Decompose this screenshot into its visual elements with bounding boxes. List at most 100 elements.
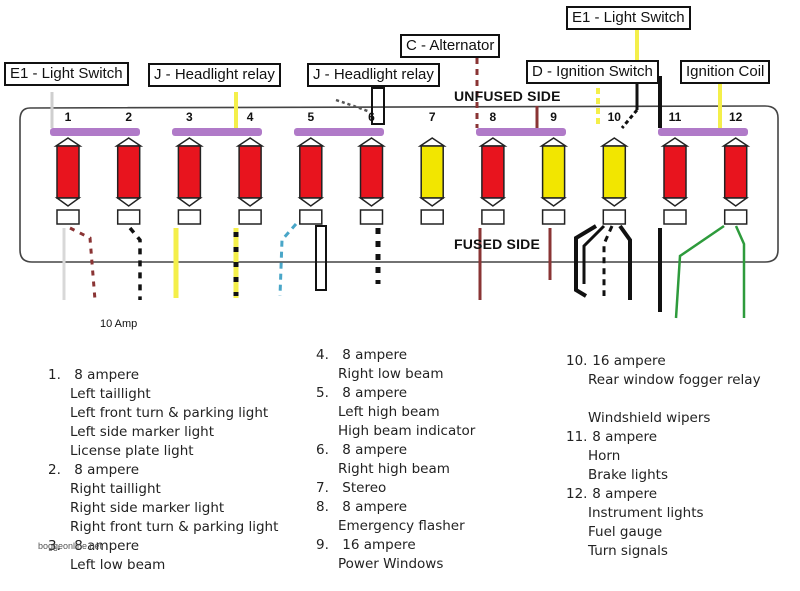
fuse-bottom-contact <box>418 197 446 207</box>
fuse-terminal <box>359 209 384 225</box>
legend-entry-9: 9. 16 ampere <box>316 536 475 555</box>
legend-number: 9. <box>316 537 329 553</box>
fuse-bottom-contact <box>479 197 507 207</box>
fuse-body <box>602 145 627 199</box>
fuse-top-contact <box>417 137 447 147</box>
fuse-5 <box>296 137 326 225</box>
label-ten-amp: 10 Amp <box>100 318 138 330</box>
fuse-body <box>481 145 505 199</box>
legend-rating: Stereo <box>338 480 387 496</box>
fuse-terminal <box>602 209 627 225</box>
label-j-headlight-relay-2: J - Headlight relay <box>307 63 440 87</box>
legend-rating: 8 ampere <box>338 499 408 515</box>
label-unfused-side: UNFUSED SIDE <box>454 88 561 104</box>
legend-entry-2: 2. 8 ampere <box>48 461 278 480</box>
wire-e1-top-dotted <box>620 109 639 129</box>
relay-bracket <box>371 87 385 125</box>
legend-entry-3: 3. 8 ampere <box>48 537 278 556</box>
fuse-top-contact <box>599 137 629 147</box>
legend-item: Instrument lights <box>588 505 704 521</box>
legend-item: Right side marker light <box>70 500 225 516</box>
fuse-1 <box>53 137 83 225</box>
fuse-top-contact <box>478 137 508 147</box>
wire-f10-black-1 <box>574 224 598 298</box>
legend-entry-11: 11. 8 ampere <box>566 428 761 447</box>
legend-rating: 8 ampere <box>338 347 408 363</box>
fuse-number-11: 11 <box>668 110 682 124</box>
legend-item: High beam indicator <box>338 423 476 439</box>
fuse-bottom-contact <box>600 197 628 207</box>
legend-number: 2. <box>48 462 61 478</box>
fuse-body <box>116 145 141 199</box>
label-d-ignition-switch: D - Ignition Switch <box>526 60 659 84</box>
legend-item: Left side marker light <box>70 424 215 440</box>
fuse-top-contact <box>539 137 569 147</box>
fuse-number-5: 5 <box>307 110 315 124</box>
fuse-body <box>238 145 262 199</box>
fuse-body <box>359 145 384 199</box>
fuse-terminal <box>177 209 202 225</box>
legend-item: Right taillight <box>70 481 161 497</box>
legend-item: License plate light <box>70 443 194 459</box>
legend-number: 3. <box>48 538 61 554</box>
fuse-12 <box>721 137 751 225</box>
fuse-top-contact <box>53 137 83 147</box>
fuse-terminal <box>420 209 444 225</box>
fuse-terminal <box>663 209 687 225</box>
label-e1-light-switch-left: E1 - Light Switch <box>4 62 129 86</box>
fuse-number-6: 6 <box>368 110 375 124</box>
fuse-bottom-contact <box>358 197 385 207</box>
legend-item: Turn signals <box>588 543 668 559</box>
legend-item: Emergency flasher <box>338 518 465 534</box>
fuse-body <box>299 145 323 199</box>
bus-bar-5-6 <box>294 128 384 136</box>
wire-f5-black-box <box>315 225 327 291</box>
fuse-bottom-contact <box>297 197 325 207</box>
fuse-terminal <box>56 209 80 225</box>
fuses-group <box>53 137 751 225</box>
bus-bar-11-12 <box>658 128 748 136</box>
fuse-number-1: 1 <box>64 110 72 124</box>
label-j-headlight-relay-1: J - Headlight relay <box>148 63 281 87</box>
fuse-9 <box>539 137 569 225</box>
legend-item: Left high beam <box>338 404 440 420</box>
watermark: boggeonline.net <box>38 541 103 551</box>
legend-entry-1: 1. 8 ampere <box>48 366 278 385</box>
legend-entry-5: 5. 8 ampere <box>316 384 475 403</box>
legend-number: 11. <box>566 429 588 445</box>
legend-rating: 8 ampere <box>588 486 658 502</box>
legend-number: 4. <box>316 347 329 363</box>
legend-item: Horn <box>588 448 621 464</box>
legend-rating: 8 ampere <box>70 367 140 383</box>
legend-item: Left taillight <box>70 386 151 402</box>
legend-number: 12. <box>566 486 588 502</box>
fuse-box-drawing <box>19 30 779 319</box>
label-fused-side: FUSED SIDE <box>454 236 541 252</box>
fuse-bottom-contact <box>661 197 689 207</box>
legend-number: 5. <box>316 385 329 401</box>
legend-rating: 16 ampere <box>588 353 666 369</box>
legend-rating: 8 ampere <box>588 429 658 445</box>
fuse-body <box>420 145 444 199</box>
legend-number: 8. <box>316 499 329 515</box>
legend-item: Rear window fogger relay <box>588 372 761 388</box>
fuse-bottom-contact <box>115 197 143 207</box>
fuse-bottom-contact <box>236 197 264 207</box>
fuse-box-diagram: E1 - Light Switch J - Headlight relay J … <box>4 6 779 330</box>
legend-rating: 8 ampere <box>338 385 408 401</box>
fuse-bottom-contact <box>540 197 567 207</box>
fuse-terminal <box>541 209 566 225</box>
fuse-number-12: 12 <box>729 110 743 124</box>
fuse-top-contact <box>296 137 326 147</box>
fuse-6 <box>357 137 386 225</box>
legend-rating: 8 ampere <box>70 538 140 554</box>
fuse-terminal <box>299 209 323 225</box>
fuse-terminal <box>481 209 505 225</box>
wire-f12-green-2 <box>734 225 746 318</box>
fuse-number-10: 10 <box>607 110 621 124</box>
legend-item: Windshield wipers <box>588 410 711 426</box>
fuse-top-contact <box>114 137 144 147</box>
fuse-top-contact <box>235 137 265 147</box>
legend-number: 7. <box>316 480 329 496</box>
fuse-terminal <box>116 209 141 225</box>
